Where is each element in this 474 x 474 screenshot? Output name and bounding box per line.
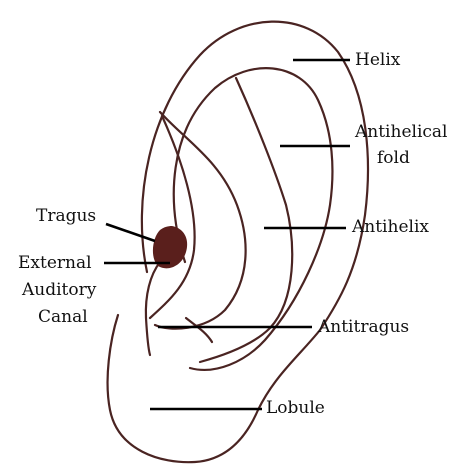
helix-outline bbox=[106, 20, 370, 464]
antihelical-fold-label-line2: fold bbox=[377, 148, 410, 168]
tragus-leader bbox=[105, 222, 156, 243]
tragus-outline bbox=[144, 260, 162, 357]
antihelical-fold-line bbox=[198, 76, 294, 364]
external-auditory-canal-label-line2: Auditory bbox=[22, 280, 97, 300]
lobule-label: Lobule bbox=[266, 398, 325, 418]
tragus-label: Tragus bbox=[36, 206, 97, 226]
external-auditory-canal-label-line1: External bbox=[18, 253, 92, 273]
antihelix-label: Antihelix bbox=[352, 217, 429, 237]
external-auditory-canal-shape bbox=[152, 226, 188, 269]
antitragus-label: Antitragus bbox=[318, 317, 410, 337]
antitragus-curl bbox=[184, 316, 214, 344]
helix-label: Helix bbox=[355, 50, 401, 70]
external-auditory-canal-label-line3: Canal bbox=[38, 307, 88, 327]
inner-helix-rim bbox=[172, 67, 334, 371]
antihelical-fold-label-line1: Antihelical bbox=[355, 122, 448, 142]
concha-curve bbox=[148, 114, 196, 320]
antihelix-outline bbox=[153, 110, 247, 330]
